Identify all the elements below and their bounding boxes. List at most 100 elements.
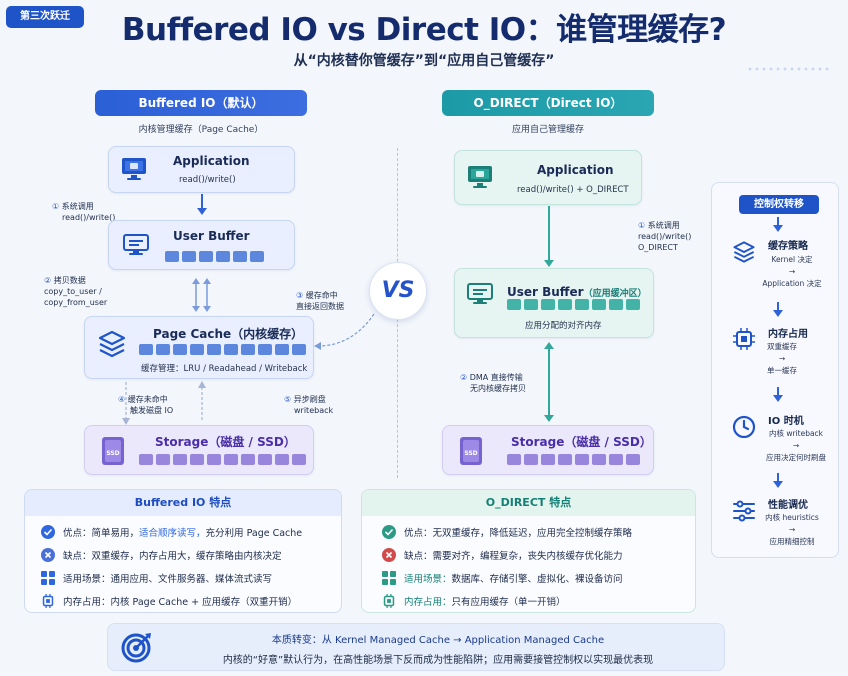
- panel-item-3-from: 内核 writeback: [768, 429, 824, 438]
- right-note-2-num: ②: [460, 373, 468, 382]
- chip-icon: [383, 593, 395, 608]
- left-storage-box: SSD Storage（磁盘 / SSD）: [84, 425, 314, 475]
- direct-pros-row: 优点： 无双重缓存，降低延迟，应用完全控制缓存策略: [382, 520, 695, 543]
- layers-icon: [732, 240, 756, 264]
- right-app-text: read()/write() + O_DIRECT: [517, 185, 629, 195]
- summary-line-2: 内核的“好意”默认行为，在高性能场景下反而成为性能陷阱；应用需要接管控制权以实现…: [222, 655, 654, 666]
- direct-scene-row: 适用场景： 数据库、存储引擎、虚拟化、裸设备访问: [382, 566, 695, 589]
- right-note-1-a: 系统调用: [647, 221, 680, 230]
- buffered-cons-label: 缺点：: [63, 550, 92, 562]
- panel-item-1-to: Application 决定: [762, 279, 822, 288]
- buffered-io-card-title: Buffered IO 特点: [25, 490, 341, 516]
- control-shift-panel: [711, 182, 839, 558]
- buffered-io-card: Buffered IO 特点 优点： 简单易用， 适合顺序读写， 充分利用 Pa…: [24, 489, 342, 613]
- right-note-2: ② DMA 直接传输 无内核缓存拷贝: [460, 372, 526, 394]
- right-note-2-a: DMA 直接传输: [469, 373, 523, 382]
- right-storage-title: Storage（磁盘 / SSD）: [511, 435, 652, 449]
- direct-memory-label: 内存占用：: [404, 596, 452, 608]
- buffered-pros-label: 优点：: [63, 527, 92, 539]
- direct-scene-label: 适用场景：: [404, 573, 452, 585]
- right-user-buffer-box: User Buffer（应用缓冲区） 应用分配的对齐内存: [454, 268, 654, 338]
- left-note-5-num: ⑤: [284, 395, 292, 404]
- chip-icon: [42, 593, 54, 608]
- left-note-4-num: ④: [118, 395, 126, 404]
- left-note-3-a: 缓存命中: [305, 291, 338, 300]
- chip-icon: [733, 328, 755, 350]
- monitor-icon: [467, 283, 493, 305]
- direct-io-card-title: O_DIRECT 特点: [362, 490, 695, 516]
- buffered-pros-row: 优点： 简单易用， 适合顺序读写， 充分利用 Page Cache: [41, 520, 341, 543]
- direct-cons-row: 缺点： 需要对齐，编程复杂，丧失内核缓存优化能力: [382, 543, 695, 566]
- panel-item-3-title: IO 时机: [768, 416, 804, 427]
- control-shift-badge: 控制权转移: [739, 195, 819, 214]
- panel-item-1-arrow: →: [788, 267, 796, 276]
- right-note-2-b: 无内核缓存拷贝: [470, 384, 526, 393]
- monitor-icon: [121, 157, 147, 181]
- panel-item-4-to: 应用精细控制: [769, 537, 815, 546]
- panel-arrow-2: [773, 302, 783, 317]
- direct-io-header: O_DIRECT（Direct IO）: [442, 90, 654, 116]
- arrow-app-to-user-buffer-head: [544, 260, 554, 267]
- left-note-5-b: writeback: [294, 406, 334, 415]
- direct-cons-text: 需要对齐，编程复杂，丧失内核缓存优化能力: [432, 550, 623, 562]
- panel-item-1-title: 缓存策略: [768, 241, 808, 252]
- left-app-title: Application: [173, 154, 250, 168]
- panel-item-1-from: Kernel 决定: [771, 255, 813, 264]
- right-note-1-c: O_DIRECT: [638, 243, 678, 252]
- buffered-scene-row: 适用场景： 通用应用、文件服务器、媒体流式读写: [41, 566, 341, 589]
- arrow-app-to-user-buffer: [548, 206, 550, 261]
- cross-icon: [41, 547, 55, 562]
- panel-item-2-from: 双重缓存: [767, 342, 797, 351]
- right-application-box: Application read()/write() + O_DIRECT: [454, 150, 642, 205]
- left-note-2-b: copy_to_user /: [44, 287, 102, 296]
- panel-item-4-from: 内核 heuristics: [765, 513, 819, 522]
- panel-item-1-lines: Kernel 决定 → Application 决定: [752, 254, 832, 290]
- panel-item-3-lines: 内核 writeback → 应用决定何时刷盘: [752, 428, 840, 464]
- left-note-4: ④ 缓存未命中 触发磁盘 IO: [118, 394, 173, 416]
- left-note-4-a: 缓存未命中: [127, 395, 168, 404]
- right-user-buffer-tag: （应用缓冲区）: [583, 289, 647, 299]
- direct-memory-row: 内存占用： 只有应用缓存（单一开销）: [382, 589, 695, 612]
- left-storage-title: Storage（磁盘 / SSD）: [155, 435, 296, 449]
- panel-item-2-to: 单一缓存: [767, 366, 797, 375]
- ssd-icon: SSD: [459, 436, 483, 466]
- grid-icon: [382, 570, 396, 585]
- check-icon: [382, 524, 396, 539]
- arrow-app-to-buffer: [201, 194, 203, 209]
- arrow-app-to-buffer-head: [197, 208, 207, 215]
- summary-line-1: 本质转变：从 Kernel Managed Cache → Applicatio…: [271, 635, 605, 646]
- left-note-4-b: 触发磁盘 IO: [130, 406, 174, 415]
- panel-item-2-title: 内存占用: [768, 329, 808, 340]
- left-note-1-a: 系统调用: [61, 202, 94, 211]
- grid-icon: [41, 570, 55, 585]
- buffered-scene-text: 通用应用、文件服务器、媒体流式读写: [110, 573, 273, 585]
- left-note-1: ① 系统调用 read()/write(): [52, 201, 115, 223]
- buffered-memory-label: 内存占用：: [63, 596, 111, 608]
- left-note-1-num: ①: [52, 202, 60, 211]
- left-note-3: ③ 缓存命中 直接返回数据: [296, 290, 344, 312]
- buffered-scene-label: 适用场景：: [63, 573, 111, 585]
- page-cache-title: Page Cache（内核缓存）: [153, 327, 304, 341]
- direct-pros-label: 优点：: [404, 527, 433, 539]
- summary-footer: 本质转变：从 Kernel Managed Cache → Applicatio…: [107, 623, 725, 671]
- left-note-3-b: 直接返回数据: [296, 302, 344, 311]
- monitor-icon: [467, 165, 493, 189]
- panel-item-3-arrow: →: [792, 441, 800, 450]
- right-user-buffer-heading: User Buffer（应用缓冲区）: [507, 281, 647, 300]
- arrow-dma-down-head: [544, 415, 554, 422]
- page-cache-cells: [139, 344, 306, 355]
- panel-arrow-3: [773, 387, 783, 402]
- panel-item-2-lines: 双重缓存 → 单一缓存: [752, 341, 812, 377]
- buffered-io-subtitle: 内核管理缓存（Page Cache）: [138, 125, 264, 135]
- ssd-icon: SSD: [101, 436, 125, 466]
- right-user-buffer-cells: [507, 299, 640, 310]
- right-user-buffer-title: User Buffer: [507, 285, 584, 299]
- page-cache-text: 缓存管理：LRU / Readahead / Writeback: [141, 364, 308, 374]
- direct-scene-text: 数据库、存储引擎、虚拟化、裸设备访问: [451, 573, 623, 585]
- left-note-2-num: ②: [44, 276, 52, 285]
- buffered-cons-text: 双重缓存，内存占用大，缓存策略由内核决定: [91, 550, 282, 562]
- check-icon: [41, 524, 55, 539]
- left-note-2: ② 拷贝数据 copy_to_user / copy_from_user: [44, 275, 107, 308]
- page-cache-box: Page Cache（内核缓存） 缓存管理：LRU / Readahead / …: [84, 316, 314, 379]
- right-storage-cells: [507, 454, 640, 465]
